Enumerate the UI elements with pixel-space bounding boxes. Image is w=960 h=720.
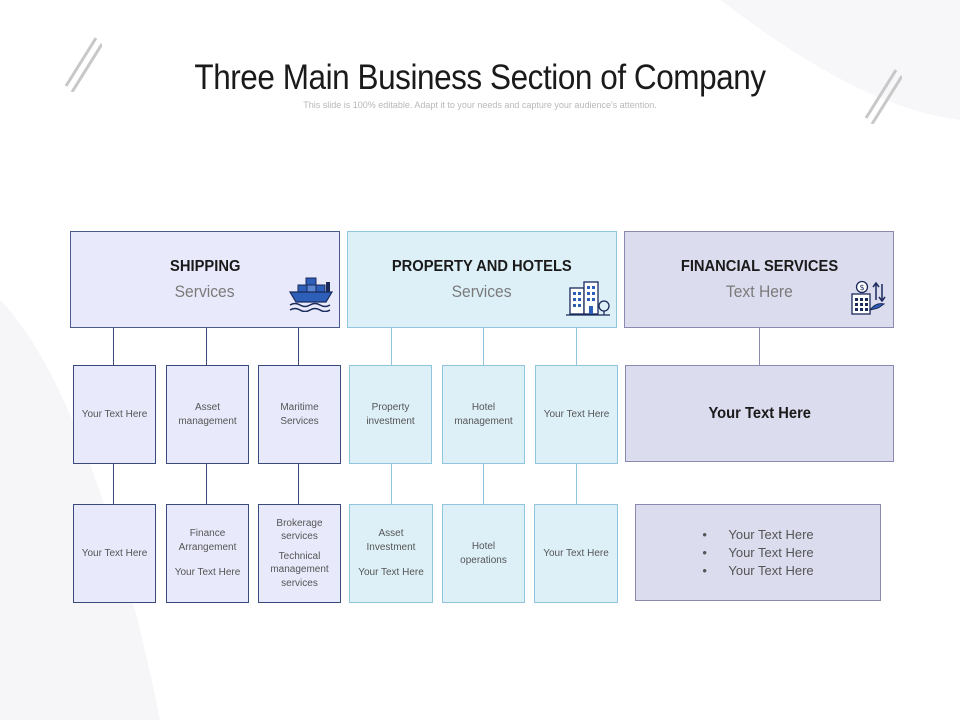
slash-decoration-left: [64, 37, 102, 92]
property-row2-cell-2: Hotel operations: [442, 504, 525, 603]
page-subtitle: This slide is 100% editable. Adapt it to…: [303, 100, 657, 110]
connector-line: [483, 327, 484, 365]
shipping-row1-cell-3: Maritime Services: [258, 365, 341, 464]
property-subtitle: Services: [452, 281, 512, 301]
shipping-subtitle: Services: [175, 281, 235, 301]
ship-icon: [288, 277, 334, 312]
list-item: Your Text Here: [702, 562, 813, 580]
property-header-box: PROPERTY AND HOTELS Services: [347, 231, 617, 328]
financial-subtitle: Text Here: [725, 281, 793, 301]
shipping-row2-cell-1: Your Text Here: [73, 504, 156, 603]
shipping-header-box: SHIPPING Services: [70, 231, 340, 328]
shipping-row1-cell-1: Your Text Here: [73, 365, 156, 464]
financial-bullet-list: Your Text Here Your Text Here Your Text …: [702, 526, 813, 580]
financial-header-box: FINANCIAL SERVICES Text Here: [624, 231, 894, 328]
svg-text:$: $: [859, 283, 864, 292]
list-item: Your Text Here: [702, 544, 813, 562]
property-row1-cell-1: Property investment: [349, 365, 432, 464]
financial-row1-box: Your Text Here: [625, 365, 894, 462]
finance-icon: $: [851, 280, 886, 315]
connector-line: [206, 327, 207, 365]
connector-line: [113, 327, 114, 365]
property-title: PROPERTY AND HOTELS: [392, 257, 572, 275]
connector-line: [298, 327, 299, 365]
connector-line: [391, 327, 392, 365]
financial-row1-text: Your Text Here: [708, 404, 811, 422]
page-title: Three Main Business Section of Company: [194, 58, 766, 97]
shipping-row2-cell-3: Brokerage services Technical management …: [258, 504, 341, 603]
connector-line: [576, 463, 577, 504]
property-row2-cell-3: Your Text Here: [534, 504, 618, 603]
shipping-row2-cell-2: Finance Arrangement Your Text Here: [166, 504, 249, 603]
connector-line: [113, 463, 114, 504]
shipping-title: SHIPPING: [169, 257, 241, 275]
shipping-row1-cell-2: Asset management: [166, 365, 249, 464]
property-row1-cell-3: Your Text Here: [535, 365, 618, 464]
connector-line: [391, 463, 392, 504]
slash-decoration-right: [864, 69, 902, 124]
connector-line: [298, 463, 299, 504]
financial-title: FINANCIAL SERVICES: [680, 257, 838, 275]
property-row2-cell-1: Asset Investment Your Text Here: [349, 504, 433, 603]
hotel-building-icon: [566, 281, 610, 316]
list-item: Your Text Here: [702, 526, 813, 544]
connector-line: [483, 463, 484, 504]
connector-line: [759, 327, 760, 365]
connector-line: [206, 463, 207, 504]
financial-bullets-box: Your Text Here Your Text Here Your Text …: [635, 504, 881, 601]
connector-line: [576, 327, 577, 365]
property-row1-cell-2: Hotel management: [442, 365, 525, 464]
